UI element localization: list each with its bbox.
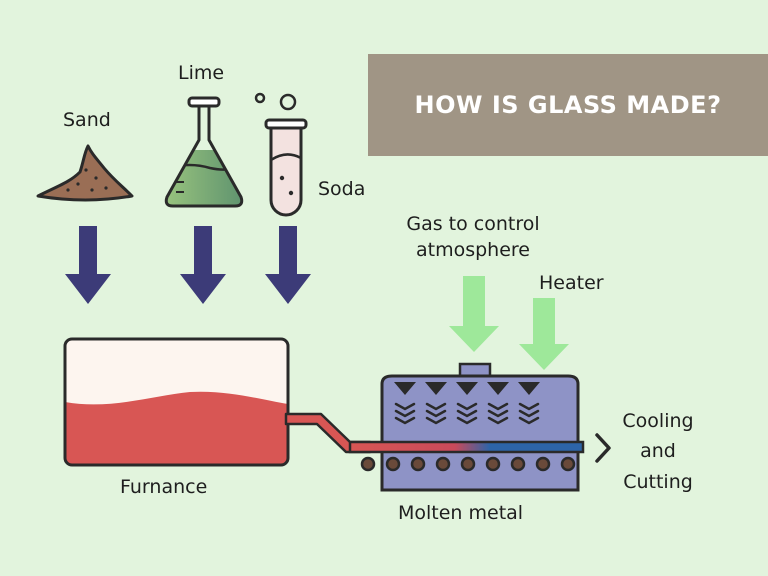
gas-flow-marks — [394, 402, 540, 425]
sand-arrow-icon — [65, 226, 111, 304]
cooling-label: Cooling and Cutting — [608, 406, 708, 497]
output-chevron-icon — [595, 433, 611, 463]
heater-label: Heater — [539, 272, 604, 294]
furnace-tank — [63, 337, 290, 467]
cooling-label-line-1: Cooling — [622, 410, 694, 432]
soda-arrow-icon — [265, 226, 311, 304]
soda-test-tube-icon — [254, 92, 308, 217]
gas-label: Gas to control atmosphere — [378, 212, 568, 263]
soda-label: Soda — [318, 178, 366, 200]
molten-metal-label: Molten metal — [398, 502, 524, 524]
furnace-label: Furnance — [120, 476, 208, 498]
title-banner: HOW IS GLASS MADE? — [368, 54, 768, 156]
gas-label-line-1: Gas to control — [406, 213, 540, 235]
gas-arrow-icon — [449, 276, 499, 352]
cooling-label-line-2: and — [640, 440, 676, 463]
heater-arrow-icon — [519, 298, 569, 370]
lime-arrow-icon — [180, 226, 226, 304]
page-title: HOW IS GLASS MADE? — [414, 91, 722, 119]
sand-pile-icon — [36, 144, 134, 202]
heater-elements — [394, 382, 540, 395]
molten-tin-bath — [348, 440, 585, 454]
lime-label: Lime — [178, 62, 225, 84]
sand-label: Sand — [63, 109, 111, 131]
float-chamber — [380, 362, 580, 492]
cooling-label-line-3: Cutting — [623, 470, 693, 493]
conveyor-rollers — [360, 456, 576, 472]
gas-label-line-2: atmosphere — [416, 238, 530, 261]
lime-flask-icon — [164, 96, 244, 208]
